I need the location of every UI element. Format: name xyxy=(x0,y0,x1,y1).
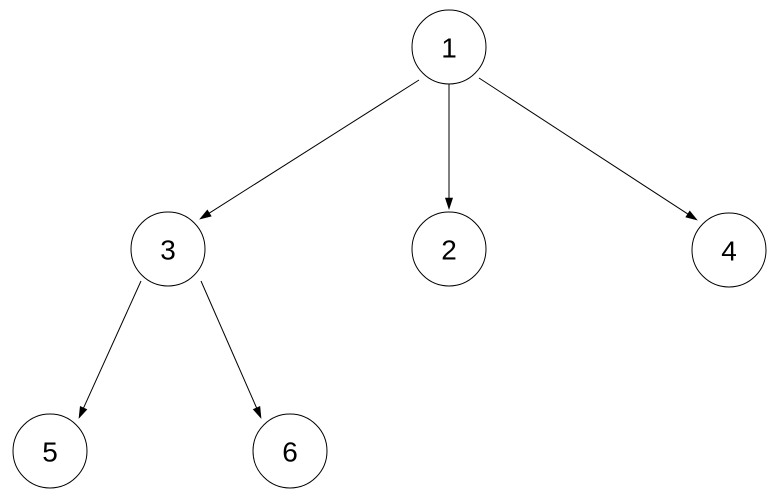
node-circle[interactable] xyxy=(411,211,487,287)
edge-line xyxy=(478,77,690,216)
arrowhead-icon xyxy=(252,406,262,419)
node-circle[interactable] xyxy=(411,9,487,85)
node-circle[interactable] xyxy=(691,212,767,288)
nodes-layer: 1 2 3 4 5 6 xyxy=(12,9,767,489)
graph-node-6[interactable]: 6 xyxy=(252,413,328,489)
node-circle[interactable] xyxy=(252,413,328,489)
edge-1-to-4 xyxy=(478,77,698,221)
graph-node-3[interactable]: 3 xyxy=(130,211,206,287)
node-label: 5 xyxy=(42,437,58,468)
graph-node-2[interactable]: 2 xyxy=(411,211,487,287)
edge-1-to-2 xyxy=(444,84,454,210)
node-label: 2 xyxy=(441,235,457,266)
node-label: 4 xyxy=(721,236,737,267)
node-label: 3 xyxy=(160,235,176,266)
edge-line xyxy=(82,280,142,411)
arrowhead-icon xyxy=(685,210,698,221)
graph-node-1[interactable]: 1 xyxy=(411,9,487,85)
edge-line xyxy=(207,79,420,215)
edge-1-to-3 xyxy=(199,79,420,220)
node-label: 1 xyxy=(441,33,457,64)
node-circle[interactable] xyxy=(130,211,206,287)
graph-node-4[interactable]: 4 xyxy=(691,212,767,288)
node-circle[interactable] xyxy=(12,413,88,489)
graph-node-5[interactable]: 5 xyxy=(12,413,88,489)
edges-layer xyxy=(78,77,698,419)
arrowhead-icon xyxy=(199,209,212,220)
node-label: 6 xyxy=(282,437,298,468)
arrowhead-icon xyxy=(444,197,454,210)
arrowhead-icon xyxy=(78,406,88,419)
edge-3-to-5 xyxy=(78,280,142,419)
edge-line xyxy=(200,280,258,410)
edge-3-to-6 xyxy=(200,280,262,419)
